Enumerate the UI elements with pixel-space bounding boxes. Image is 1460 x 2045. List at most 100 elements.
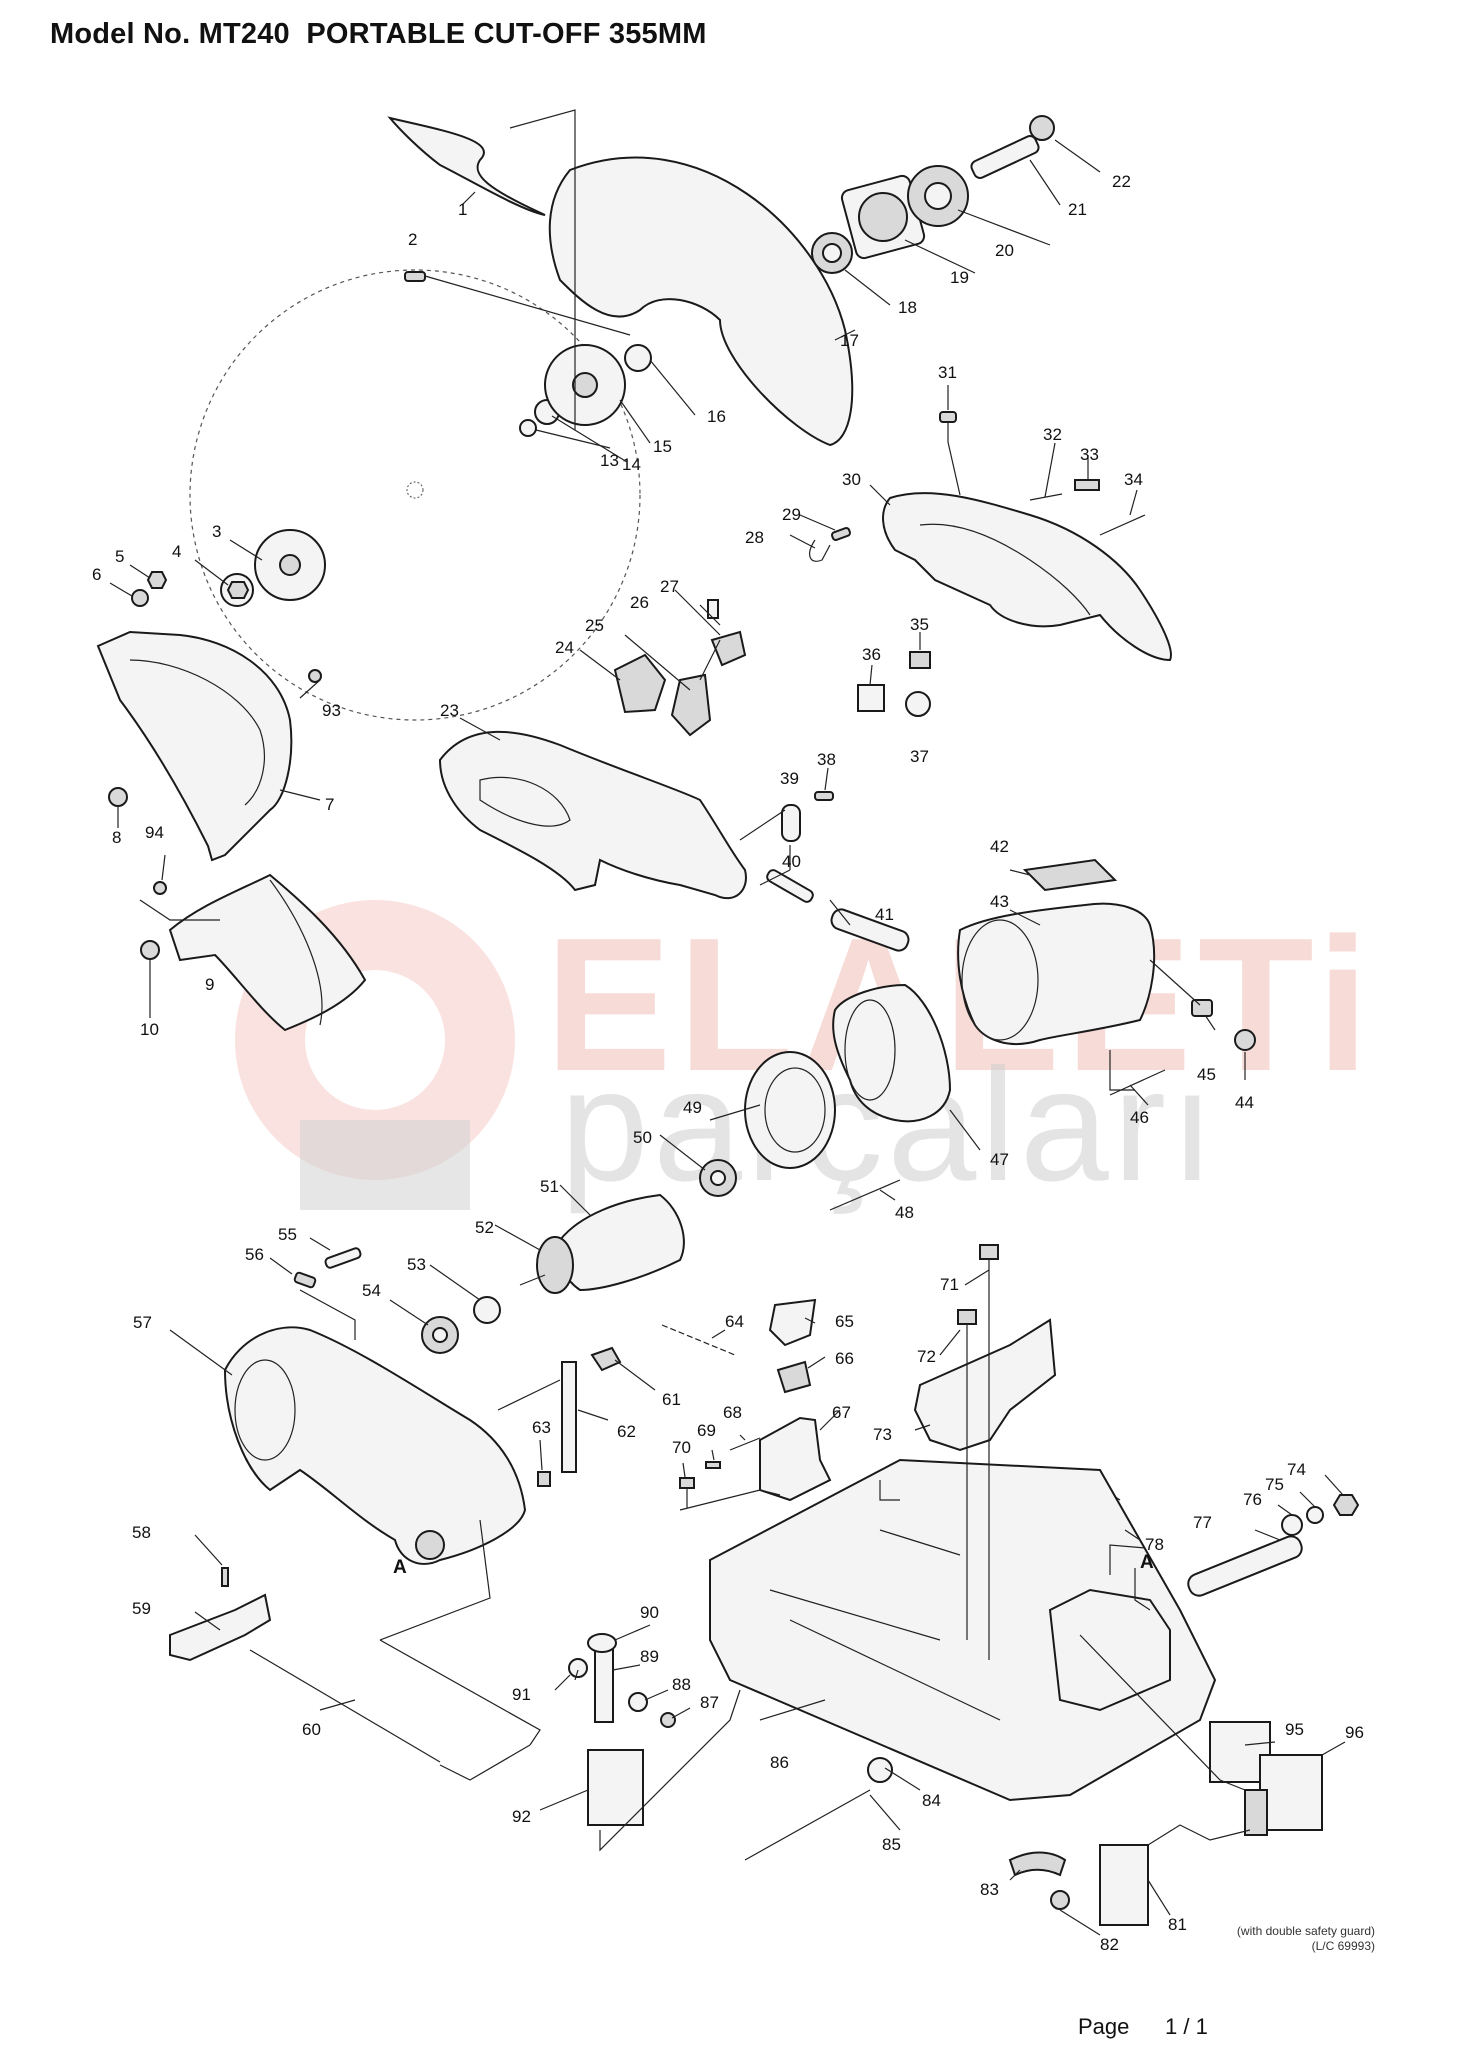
part-label-69: 69 [697,1421,716,1440]
part-7-shape [96,630,293,862]
part-label-28: 28 [745,528,764,547]
part-56-shape [293,1271,317,1289]
part-label-73: 73 [873,1425,892,1444]
part-88-shape [628,1692,648,1712]
page-label: Page [1078,2014,1130,2039]
part-41-shape [830,908,910,952]
part-36-shape [857,684,885,712]
part-57-pivot [415,1530,445,1560]
part-50-inner [710,1170,726,1186]
part-49-shape [744,1051,836,1169]
footnote-line2: (L/C 69993) [1311,1939,1375,1953]
part-13-shape [519,419,537,437]
part-10-shape [140,940,160,960]
part-label-18: 18 [898,298,917,317]
part-label-6: 6 [92,565,101,584]
leader-lines [109,109,1346,1936]
part-52-shaft [519,1274,546,1286]
part-label-48: 48 [895,1203,914,1222]
part-label-42: 42 [990,837,1009,856]
part-84-shape [867,1757,893,1783]
part-label-44: 44 [1235,1093,1254,1112]
part-43-face [961,919,1039,1041]
part-label-77: 77 [1193,1513,1212,1532]
part-6-shape [131,589,149,607]
part-label-93: 93 [322,701,341,720]
part-23-shape [438,730,747,900]
part-30-inner [919,523,1091,616]
part-34-shape [1099,514,1146,536]
part-29-shape [831,527,851,541]
part-label-88: 88 [672,1675,691,1694]
part-label-7: 7 [325,795,334,814]
part-label-50: 50 [633,1128,652,1147]
part-63-shape [537,1471,551,1487]
part-label-82: 82 [1100,1935,1119,1954]
part-49-inner [764,1067,826,1153]
part-77-shape [1187,1535,1303,1597]
watermark-logo [235,900,515,1210]
part-label-27: 27 [660,577,679,596]
part-label-37: 37 [910,747,929,766]
part-60-shape [249,1649,441,1763]
part-85-shape [744,1789,871,1861]
part-93-shape [308,669,322,683]
footnote-line1: (with double safety guard) [1236,1924,1375,1938]
part-82-shape [1050,1890,1070,1910]
part-45-shape [1191,999,1213,1017]
part-94-shape [153,881,167,895]
part-40-shape [766,869,814,903]
part-label-22: 22 [1112,172,1131,191]
part-16-shape [624,344,652,372]
part-48-shape [829,1179,901,1211]
part-53-shape [473,1296,501,1324]
part-21-shape [970,135,1040,179]
part-label-47: 47 [990,1150,1009,1169]
part-label-23: 23 [440,701,459,720]
part-18-inner [822,243,842,263]
part-9-strip [269,879,323,1026]
part-86-slot1 [769,1589,941,1641]
part-label-78: 78 [1145,1535,1164,1554]
part-81-shape [1099,1844,1149,1926]
part-92-shape [587,1749,644,1826]
watermark-line1: ELALETi [545,899,1375,1111]
part-label-53: 53 [407,1255,426,1274]
part-label-65: 65 [835,1312,854,1331]
part-73-shape [913,1318,1057,1452]
part-8-shape [108,787,128,807]
part-label-5: 5 [115,547,124,566]
part-label-95: 95 [1285,1720,1304,1739]
part-label-96: 96 [1345,1723,1364,1742]
part-64-shape [661,1324,736,1356]
part-label-58: 58 [132,1523,151,1542]
part-76-shape [1281,1514,1303,1536]
part-label-31: 31 [938,363,957,382]
part-74-shape [1332,1494,1360,1516]
part-52-commutator [536,1236,574,1294]
part-20-inner [924,182,952,210]
part-43-shape [957,902,1156,1045]
part-91-shape [568,1658,588,1678]
part-label-84: 84 [922,1791,941,1810]
part-26-shape [710,630,747,667]
part-25-shape [670,673,712,737]
part-label-55: 55 [278,1225,297,1244]
part-label-21: 21 [1068,200,1087,219]
part-2-shape [404,271,426,282]
part-90-shape [587,1633,617,1653]
part-23-grip [479,776,571,827]
part-label-52: 52 [475,1218,494,1237]
part-22-shape [1029,115,1055,141]
part-label-76: 76 [1243,1490,1262,1509]
part-31-shape [939,411,957,423]
part-69-shape [705,1461,721,1469]
part-label-61: 61 [662,1390,681,1409]
part-label-24: 24 [555,638,574,657]
part-86-bracket [1048,1588,1171,1712]
part-17-shape [548,156,854,447]
part-label-17: 17 [840,331,859,350]
part-label-38: 38 [817,750,836,769]
part-label-85: 85 [882,1835,901,1854]
part-label-36: 36 [862,645,881,664]
